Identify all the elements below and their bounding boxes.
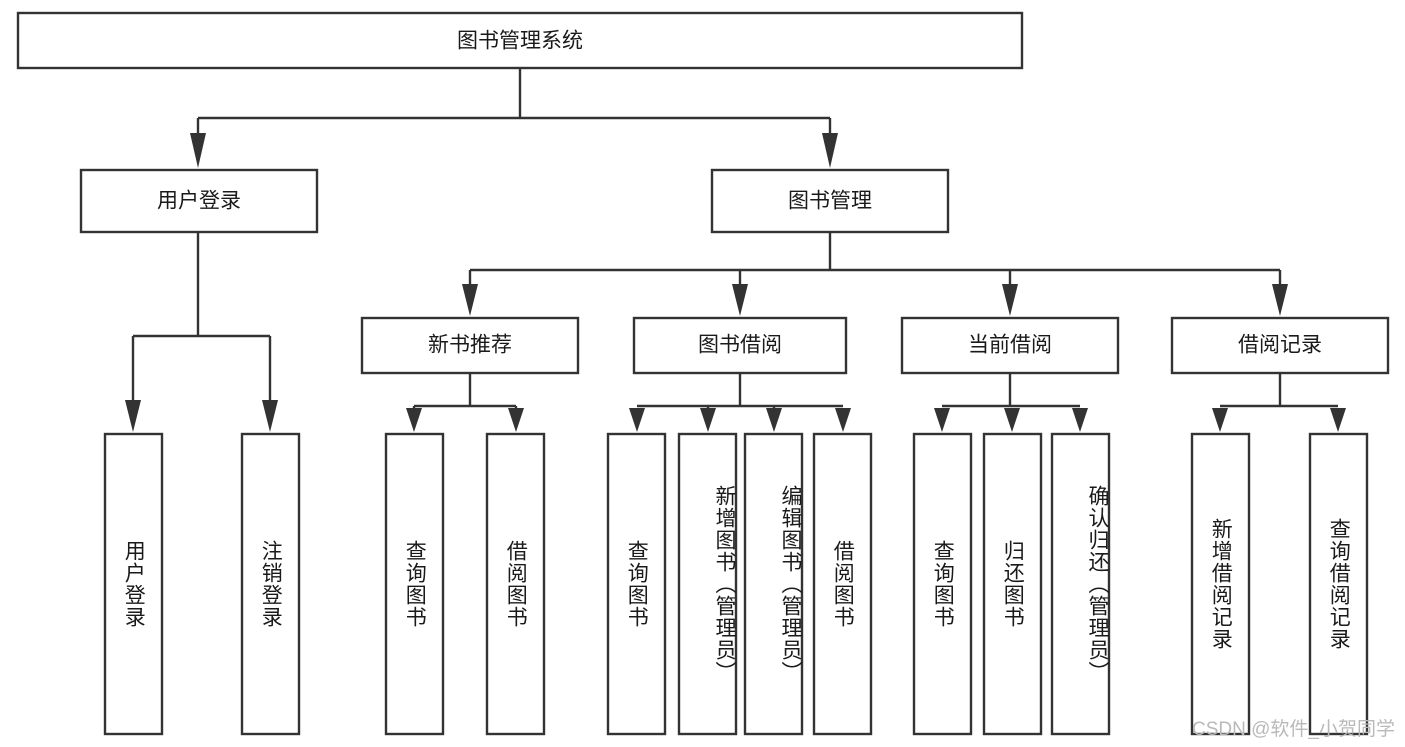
node-root-box[interactable] (16, 11, 1024, 70)
node-user-login-label: 用户登录 (157, 190, 241, 213)
arrow-head-leaf-borrow-1 (508, 408, 524, 432)
node-book-manage-box[interactable] (710, 168, 950, 234)
arrow-head-leaf-query-1 (406, 408, 422, 432)
connector-group-userlogin-to-leaves (125, 232, 278, 432)
connector-group-bookborrow-to-leaves (629, 373, 851, 432)
node-current-borrow-box[interactable] (900, 316, 1120, 375)
arrow-head-leaf-userlogin (125, 400, 141, 432)
node-book-borrow[interactable]: 图书借阅 (632, 316, 848, 375)
arrow-head-currentborrow (1002, 284, 1018, 316)
node-leaf-query-book-3-box[interactable] (912, 432, 973, 736)
arrow-head-user-login (190, 133, 206, 168)
node-leaf-add-record-box[interactable] (1190, 432, 1251, 736)
node-new-book-rec[interactable]: 新书推荐 (360, 316, 580, 375)
connector-group-root-to-level2 (190, 68, 838, 168)
node-leaf-edit-book-box[interactable] (743, 432, 804, 736)
connector-group-bookmanage-to-level3 (462, 232, 1288, 316)
arrow-head-leaf-query-2 (629, 408, 645, 432)
arrow-head-book-manage (822, 133, 838, 168)
node-leaf-borrow-book-2-box[interactable] (812, 432, 873, 736)
node-new-book-rec-label: 新书推荐 (428, 334, 512, 357)
node-borrow-record-box[interactable] (1170, 316, 1390, 375)
arrow-head-leaf-queryrecord (1330, 408, 1346, 432)
arrow-head-leaf-returnbook (1004, 408, 1020, 432)
node-root-label: 图书管理系统 (457, 30, 583, 53)
arrow-head-leaf-borrow-2 (835, 408, 851, 432)
node-leaf-query-book-2-box[interactable] (606, 432, 667, 736)
node-user-login[interactable]: 用户登录 (79, 168, 319, 234)
node-user-login-box[interactable] (79, 168, 319, 234)
csdn-watermark: CSDN @软件_小贺同学 (1192, 719, 1395, 740)
node-leaf-add-book-box[interactable] (677, 432, 738, 736)
arrow-head-leaf-addrecord (1212, 408, 1228, 432)
node-borrow-record-label: 借阅记录 (1238, 334, 1322, 357)
node-book-borrow-box[interactable] (632, 316, 848, 375)
node-book-manage[interactable]: 图书管理 (710, 168, 950, 234)
node-leaf-query-book-1-box[interactable] (384, 432, 445, 736)
node-leaf-return-book-box[interactable] (982, 432, 1043, 736)
arrow-head-bookborrow (732, 284, 748, 316)
connector-group-currentborrow-to-leaves (934, 373, 1088, 432)
arrow-head-leaf-confirmreturn (1072, 408, 1088, 432)
arrow-head-leaf-query-3 (934, 408, 950, 432)
node-leaf-borrow-book-1-box[interactable] (485, 432, 546, 736)
arrow-head-leaf-editbook (766, 408, 782, 432)
node-root[interactable]: 图书管理系统 (16, 11, 1024, 70)
connector-group-borrowrecord-to-leaves (1212, 373, 1346, 432)
node-new-book-rec-box[interactable] (360, 316, 580, 375)
node-book-borrow-label: 图书借阅 (698, 334, 782, 357)
arrow-head-borrowrecord (1272, 284, 1288, 316)
arrow-head-leaf-userlogout (262, 400, 278, 432)
node-leaf-user-login-box[interactable] (103, 432, 164, 736)
arrow-head-newbook (462, 284, 478, 316)
connector-group-newbook-to-leaves (406, 373, 524, 432)
node-book-manage-label: 图书管理 (788, 190, 872, 213)
node-current-borrow[interactable]: 当前借阅 (900, 316, 1120, 375)
node-current-borrow-label: 当前借阅 (968, 334, 1052, 357)
node-leaf-user-logout-box[interactable] (240, 432, 301, 736)
arrow-head-leaf-addbook (700, 408, 716, 432)
node-borrow-record[interactable]: 借阅记录 (1170, 316, 1390, 375)
node-leaf-query-record-box[interactable] (1308, 432, 1369, 736)
node-leaf-confirm-return-box[interactable] (1050, 432, 1111, 736)
